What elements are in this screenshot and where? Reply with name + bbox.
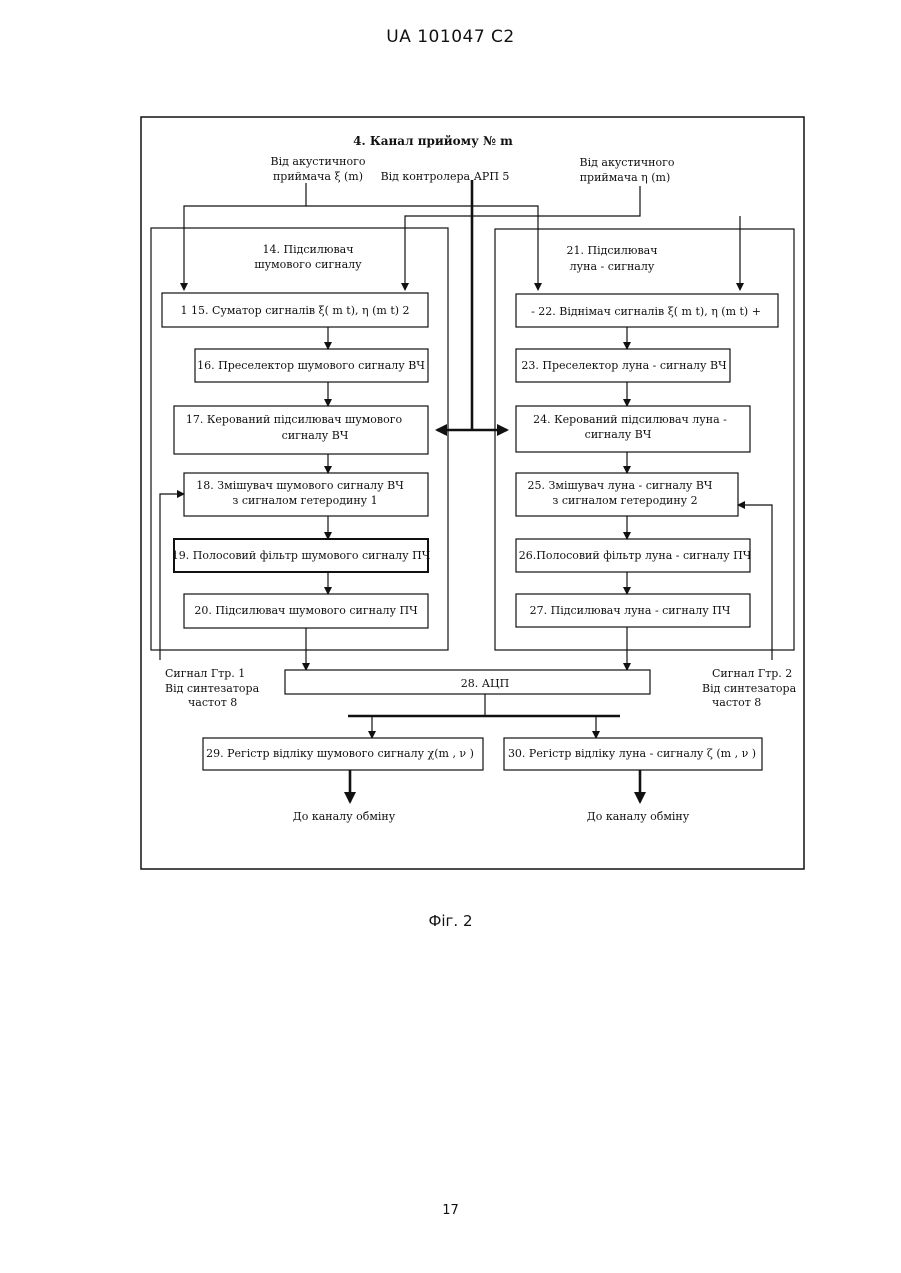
input-acoustic-left-line2: приймача ξ (m) [273,170,363,183]
input-acoustic-right-line2: приймача η (m) [580,171,671,184]
input-acoustic-left-line1: Від акустичного [271,155,366,168]
block-27-label: 27. Підсилювач луна - сигналу ПЧ [530,604,731,617]
line-heterodyne-2 [738,505,772,660]
page-number: 17 [0,1203,901,1218]
input-controller: Від контролера АРП 5 [381,170,510,183]
output-left-label: До каналу обміну [293,810,396,823]
right-group-title-line1: 21. Підсилювач [567,244,658,257]
side-label-left-line2: Від синтезатора [165,682,260,695]
block-22-label: - 22. Віднімач сигналів ξ( m t), η (m t)… [531,305,761,318]
block-20-label: 20. Підсилювач шумового сигналу ПЧ [194,604,417,617]
block-15-label: 1 15. Суматор сигналів ξ( m t), η (m t) … [180,304,409,317]
line-heterodyne-1 [160,494,184,660]
side-label-left-line1: Сигнал Гтр. 1 [165,667,245,680]
figure-caption: Фіг. 2 [0,912,901,930]
left-group-title-line2: шумового сигналу [254,258,362,271]
line-xi-input [184,183,306,290]
block-17-label-line2: сигналу ВЧ [282,429,349,442]
side-label-right-line1: Сигнал Гтр. 2 [712,667,792,680]
left-group-title-line1: 14. Підсилювач [263,243,354,256]
right-group-title-line2: луна - сигналу [570,260,655,273]
block-17-label-line1: 17. Керований підсилювач шумового [186,413,403,426]
block-25-label-line2: з сигналом гетеродину 2 [552,494,697,507]
side-label-right-line2: Від синтезатора [702,682,797,695]
block-26-label: 26.Полосовий фільтр луна - сигналу ПЧ [519,549,751,562]
channel-title: 4. Канал прийому № m [353,134,513,148]
block-18-label-line1: 18. Змішувач шумового сигналу ВЧ [196,479,403,492]
block-28-label: 28. АЦП [461,677,510,690]
input-acoustic-right-line1: Від акустичного [580,156,675,169]
block-23-label: 23. Преселектор луна - сигналу ВЧ [521,359,726,372]
block-24-label-line1: 24. Керований підсилювач луна - [533,413,727,426]
block-30-label: 30. Регістр відліку луна - сигналу ζ (m … [508,747,756,760]
side-label-left-line3: частот 8 [188,696,237,709]
block-25-label-line1: 25. Змішувач луна - сигналу ВЧ [528,479,713,492]
output-right-label: До каналу обміну [587,810,690,823]
block-19-label: 19. Полосовий фільтр шумового сигналу ПЧ [172,549,430,562]
block-16-label: 16. Преселектор шумового сигналу ВЧ [197,359,425,372]
side-label-right-line3: частот 8 [712,696,761,709]
line-eta-input [405,186,640,290]
block-29-label: 29. Регістр відліку шумового сигналу χ(m… [206,747,474,760]
block-24-label-line2: сигналу ВЧ [585,428,652,441]
block-18-label-line2: з сигналом гетеродину 1 [232,494,377,507]
